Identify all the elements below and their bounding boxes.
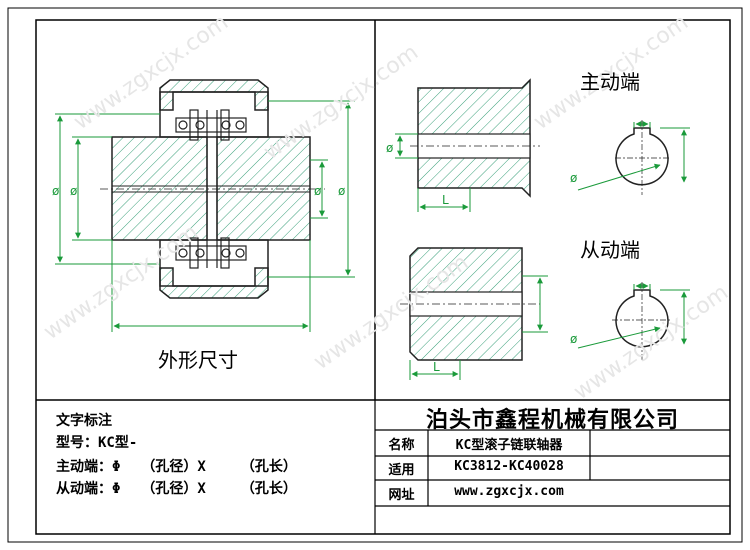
driven-end-title: 从动端	[580, 238, 640, 262]
dim-phi-cover: ø	[338, 184, 345, 198]
driven-end-phi: ø	[570, 332, 577, 346]
bottom-chain	[175, 237, 247, 269]
title-block-value-website: www.zgxcjx.com	[454, 484, 564, 499]
title-block-label-website: 网址	[388, 488, 415, 503]
driving-end-view: ø L ø	[386, 78, 690, 212]
driven-dim-L: L	[433, 360, 440, 374]
driving-dim-phi: ø	[386, 141, 393, 155]
dim-phi-bore: ø	[314, 184, 321, 198]
left-hub	[111, 136, 208, 241]
title-block-label-name: 名称	[388, 438, 415, 453]
dim-phi-outer: ø	[52, 184, 59, 198]
notes-model: 型号：KC型-	[56, 435, 138, 451]
driven-end-view: L ø	[400, 247, 690, 380]
bottom-cover	[159, 267, 269, 299]
notes-driven-end: 从动端：Φ （孔径）X （孔长）	[56, 481, 297, 497]
title-block-value-name: KC型滚子链联轴器	[455, 438, 563, 453]
outline-view-title: 外形尺寸	[158, 348, 238, 372]
right-hub	[216, 136, 311, 241]
title-block-label-range: 适用	[388, 463, 415, 478]
company-name: 泊头市鑫程机械有限公司	[425, 408, 679, 433]
driving-bore-end-view: ø	[570, 120, 690, 195]
driving-end-phi: ø	[570, 171, 577, 185]
title-block-value-range: KC3812-KC40028	[454, 459, 564, 474]
notes-driving-end: 主动端：Φ （孔径）X （孔长）	[56, 459, 297, 475]
driving-end-title: 主动端	[580, 70, 640, 94]
inner-frame	[35, 19, 731, 535]
driven-bore-end-view: ø	[570, 282, 690, 360]
top-chain	[175, 109, 247, 268]
driving-dim-L: L	[442, 193, 449, 207]
bottom-cover-body	[159, 239, 269, 287]
notes-heading: 文字标注	[56, 413, 112, 429]
outline-dimensions	[55, 100, 355, 332]
coupling-outline-view: ø ø ø ø	[52, 79, 355, 332]
dim-phi-hub: ø	[70, 184, 77, 198]
top-cover	[159, 79, 269, 111]
title-block-grid	[374, 400, 730, 534]
outer-frame	[7, 7, 743, 543]
